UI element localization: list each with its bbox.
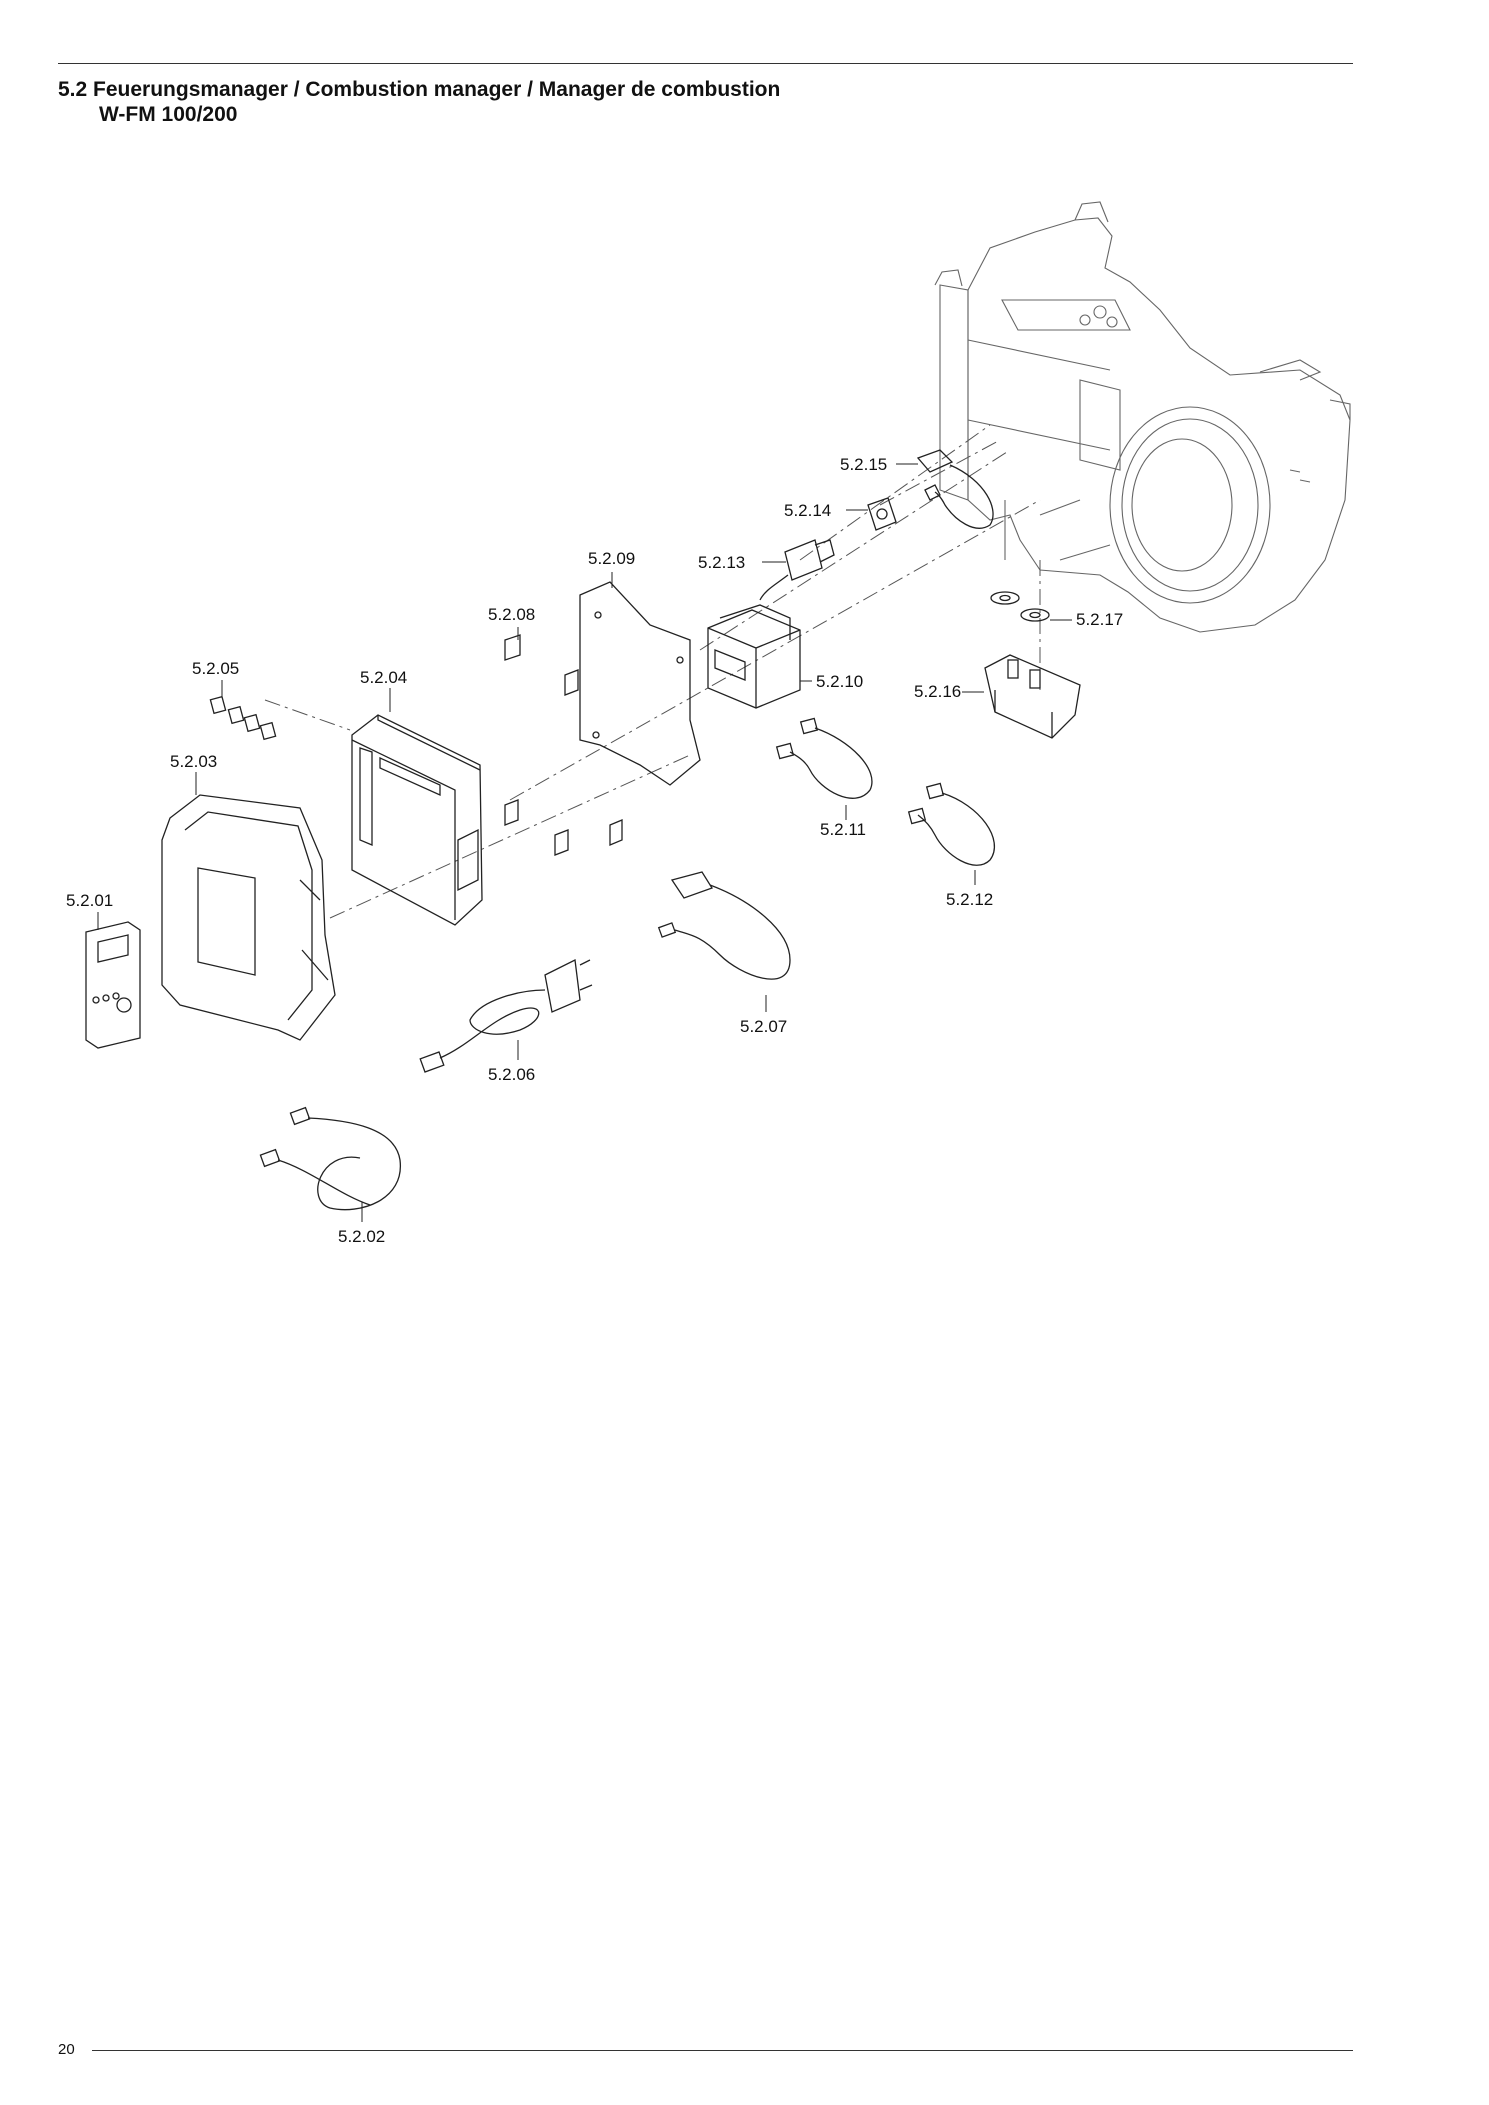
part-5-2-11-cable <box>775 717 873 799</box>
title-line-2: W-FM 100/200 <box>99 103 238 126</box>
label-5-2-10: 5.2.10 <box>816 672 863 691</box>
label-5-2-05: 5.2.05 <box>192 659 239 678</box>
part-5-2-08-standoffs <box>504 634 623 856</box>
label-5-2-07: 5.2.07 <box>740 1017 787 1036</box>
part-5-2-06-harness <box>419 959 593 1073</box>
title-line-1: 5.2 Feuerungsmanager / Combustion manage… <box>58 78 781 101</box>
leader-lines <box>97 463 1072 1222</box>
label-5-2-01: 5.2.01 <box>66 891 113 910</box>
part-5-2-07-cable <box>657 871 791 980</box>
label-5-2-03: 5.2.03 <box>170 752 217 771</box>
label-5-2-04: 5.2.04 <box>360 668 407 687</box>
label-5-2-13: 5.2.13 <box>698 553 745 572</box>
part-5-2-14-gasket <box>867 497 897 531</box>
label-5-2-02: 5.2.02 <box>338 1227 385 1246</box>
part-5-2-16-terminal-block <box>984 654 1081 739</box>
burner-housing-drawing <box>934 201 1351 633</box>
part-5-2-03-cover <box>161 794 336 1041</box>
part-labels: 5.2.01 5.2.02 5.2.03 5.2.04 5.2.05 5.2.0… <box>66 455 1123 1246</box>
label-5-2-08: 5.2.08 <box>488 605 535 624</box>
part-5-2-02-cable <box>259 1106 401 1211</box>
part-5-2-17-washers <box>990 591 1050 622</box>
part-5-2-01-display-module <box>85 921 141 1049</box>
part-5-2-09-mounting-plate <box>579 581 701 786</box>
label-5-2-14: 5.2.14 <box>784 501 831 520</box>
label-5-2-12: 5.2.12 <box>946 890 993 909</box>
label-5-2-17: 5.2.17 <box>1076 610 1123 629</box>
part-5-2-13-ignition <box>759 539 835 601</box>
section-title: 5.2 Feuerungsmanager / Combustion manage… <box>58 77 780 127</box>
label-5-2-09: 5.2.09 <box>588 549 635 568</box>
label-5-2-11: 5.2.11 <box>820 820 866 839</box>
part-5-2-12-cable <box>907 782 996 866</box>
label-5-2-15: 5.2.15 <box>840 455 887 474</box>
header-rule <box>58 63 1353 64</box>
footer-rule <box>92 2050 1353 2051</box>
label-5-2-06: 5.2.06 <box>488 1065 535 1084</box>
part-5-2-04-control-unit <box>351 714 483 926</box>
label-5-2-16: 5.2.16 <box>914 682 961 701</box>
part-5-2-10-transformer <box>707 604 801 709</box>
part-5-2-15-sensor <box>916 449 994 529</box>
part-5-2-05-plugs <box>209 695 277 741</box>
page-number: 20 <box>58 2041 75 2058</box>
